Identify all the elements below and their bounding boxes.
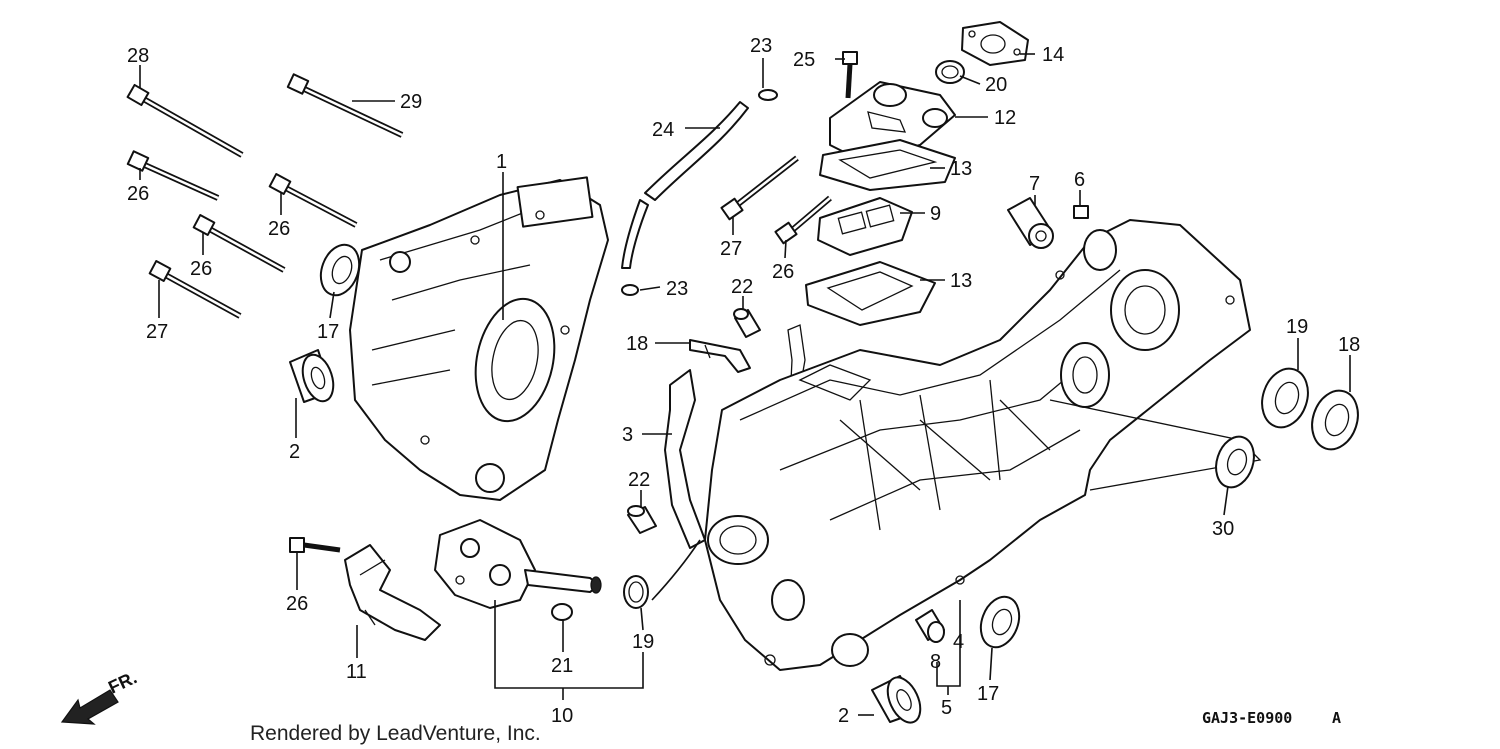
- render-credit: Rendered by LeadVenture, Inc.: [250, 722, 541, 745]
- bolt-26-c: [192, 214, 286, 273]
- callout-17: 17: [317, 321, 339, 343]
- bolt-26-b: [268, 173, 358, 228]
- dowel-pin-22-upper: [733, 308, 761, 338]
- hose-clamp-23-top: [758, 89, 778, 101]
- callout-8: 8: [930, 651, 941, 673]
- callout-22: 22: [731, 276, 753, 298]
- bolt-26-e: [289, 537, 341, 553]
- callout-26: 26: [286, 593, 308, 615]
- callout-27: 27: [146, 321, 168, 343]
- callout-21: 21: [551, 655, 573, 677]
- callout-13: 13: [950, 270, 972, 292]
- bearing-30: [1215, 435, 1255, 489]
- bolt-25: [842, 51, 858, 99]
- callout-22: 22: [628, 469, 650, 491]
- callout-16: 19: [1286, 316, 1308, 338]
- front-direction-arrow: FR.: [60, 667, 140, 725]
- collar-21: [551, 603, 573, 621]
- bolt-27-a: [148, 260, 242, 319]
- callout-25: 25: [793, 49, 815, 71]
- callout-14: 14: [1042, 44, 1064, 66]
- callout-28: 28: [127, 45, 149, 67]
- callout-26: 26: [127, 183, 149, 205]
- oil-seal-18: [1311, 389, 1359, 451]
- oil-seal-17-left: [319, 243, 361, 297]
- callout-1: 1: [496, 151, 507, 173]
- arrow-icon: [60, 689, 119, 725]
- bolt-29: [286, 73, 404, 138]
- callout-2: 2: [838, 705, 849, 727]
- callout-2: 2: [289, 441, 300, 463]
- diagram-suffix: A: [1332, 709, 1341, 727]
- gasket-13-bottom: [805, 261, 936, 326]
- callout-18: 18: [1338, 334, 1360, 356]
- callout-9: 9: [930, 203, 941, 225]
- callout-7: 7: [1029, 173, 1040, 195]
- clip-15: [689, 339, 751, 373]
- left-crankcase-half: [349, 176, 609, 501]
- bearing-2-left: [289, 349, 335, 403]
- callout-26: 26: [772, 261, 794, 283]
- gasket-13-top: [819, 139, 956, 191]
- bolt-27-b: [720, 155, 799, 221]
- callout-13: 13: [950, 158, 972, 180]
- callout-26: 26: [268, 218, 290, 240]
- o-ring-19: [623, 575, 649, 609]
- breather-hose-24: [621, 101, 749, 269]
- right-crankcase-half: [704, 219, 1262, 671]
- bracket-11: [344, 544, 441, 641]
- callout-10: 10: [551, 705, 573, 727]
- callout-26: 26: [190, 258, 212, 280]
- bushing-8: [915, 609, 945, 643]
- oil-seal-17-right: [979, 595, 1021, 649]
- callout-24: 24: [652, 119, 674, 141]
- callout-23: 23: [750, 35, 772, 57]
- gasket-14: [961, 21, 1029, 66]
- leader-lines: [139, 53, 1351, 716]
- callout-3: 3: [622, 424, 633, 446]
- bolt-28: [126, 83, 244, 158]
- dowel-pin-22-lower: [627, 505, 657, 534]
- hose-clamp-23-bottom: [621, 284, 639, 296]
- diagram-code: GAJ3-E0900: [1202, 709, 1292, 727]
- reed-valve-9: [817, 197, 913, 256]
- callout-labels: 28 29 26 26 26 27 17 2 1 23 24 23 25 12 …: [127, 35, 1360, 727]
- callout-4: 4: [953, 631, 964, 653]
- callout-29: 29: [400, 91, 422, 113]
- oil-pump-10: [434, 519, 602, 609]
- callout-15: 18: [626, 333, 648, 355]
- callout-20: 20: [985, 74, 1007, 96]
- callout-11: 11: [346, 661, 367, 683]
- o-ring-20: [935, 60, 965, 84]
- callout-23: 23: [666, 278, 688, 300]
- callout-19: 19: [632, 631, 654, 653]
- bushing-7: [1007, 197, 1054, 249]
- bearing-16: [1261, 367, 1309, 429]
- callout-30: 30: [1212, 518, 1234, 540]
- callout-12: 12: [994, 107, 1016, 129]
- callout-5: 5: [941, 697, 952, 719]
- bolt-26-a: [126, 150, 220, 201]
- bearing-2-right: [871, 675, 922, 724]
- bolt-26-d: [774, 195, 832, 245]
- callout-6: 6: [1074, 169, 1085, 191]
- callout-17: 17: [977, 683, 999, 705]
- plug-6: [1073, 205, 1089, 219]
- intake-pipe-12: [829, 81, 956, 161]
- callout-27: 27: [720, 238, 742, 260]
